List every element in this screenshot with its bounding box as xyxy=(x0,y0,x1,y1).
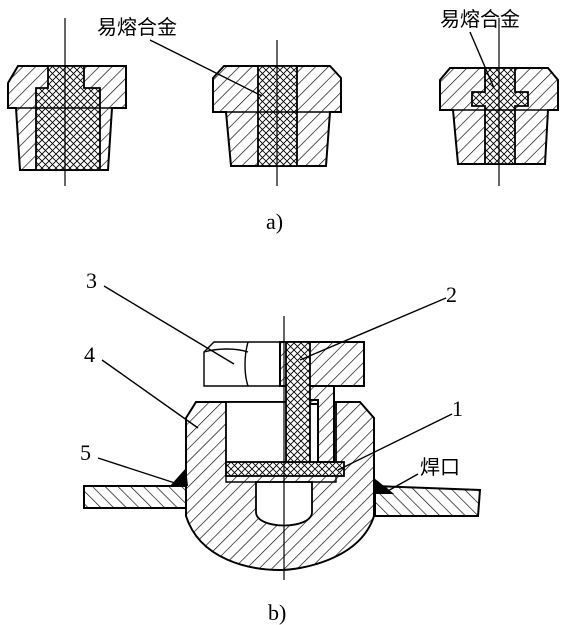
leader-4 xyxy=(101,359,199,429)
caption-b: b) xyxy=(268,600,286,625)
callout-5: 5 xyxy=(80,440,91,465)
callout-2: 2 xyxy=(446,282,457,307)
plate-left xyxy=(83,485,190,509)
weld-label: 焊口 xyxy=(420,455,460,479)
plug-a2 xyxy=(212,40,342,186)
plate-right xyxy=(374,484,482,517)
alloy-leader-left xyxy=(149,39,263,97)
gasket xyxy=(225,461,345,477)
alloy-label-left: 易熔合金 xyxy=(97,15,177,39)
weld-left xyxy=(170,468,188,486)
alloy-core xyxy=(285,341,311,463)
leader-weld xyxy=(385,473,419,493)
callout-3: 3 xyxy=(86,268,97,293)
plug-a1 xyxy=(7,18,127,186)
callout-1: 1 xyxy=(452,396,463,421)
plug-a3 xyxy=(439,18,559,186)
leader-5 xyxy=(97,457,179,485)
leader-1 xyxy=(337,413,453,471)
alloy-leader-right xyxy=(469,31,495,89)
callout-4: 4 xyxy=(84,342,95,367)
caption-a: a) xyxy=(266,209,283,234)
alloy-label-right: 易熔合金 xyxy=(440,7,520,31)
base-body xyxy=(185,401,375,572)
leader-3 xyxy=(103,285,235,365)
leader-2 xyxy=(299,297,447,361)
